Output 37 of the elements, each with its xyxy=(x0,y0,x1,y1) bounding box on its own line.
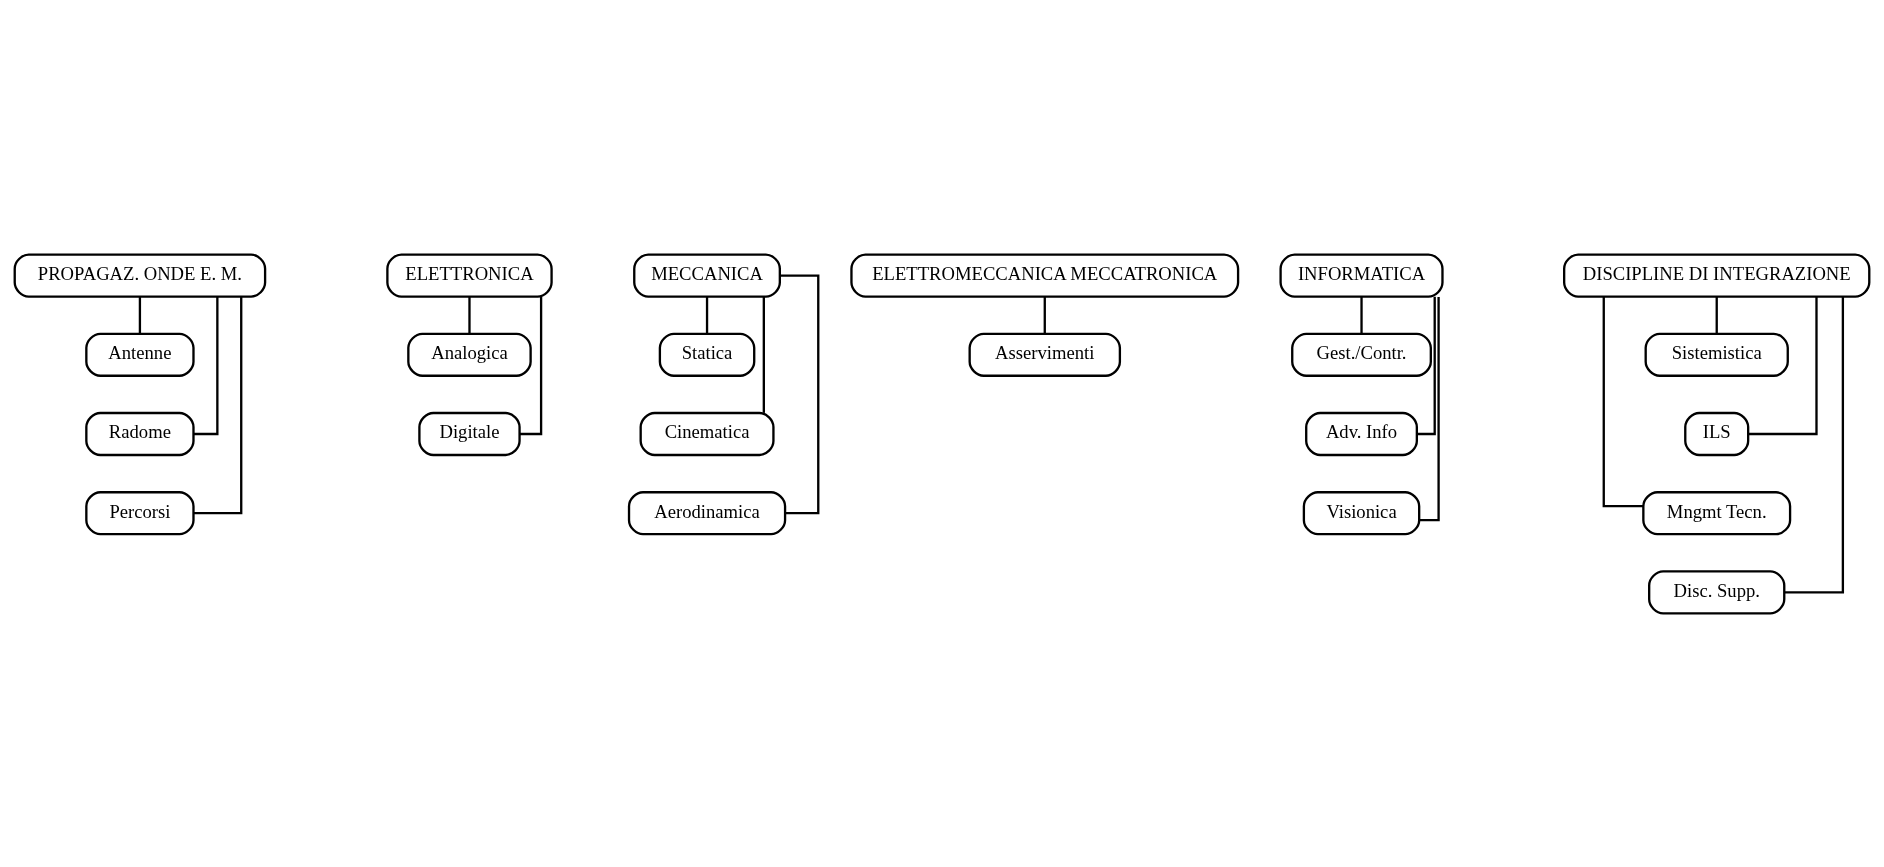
node-box: Disc. Supp. xyxy=(1648,569,1786,614)
node-box: Adv. Info xyxy=(1305,411,1418,456)
connector xyxy=(1784,296,1845,594)
node-box: Visionica xyxy=(1302,490,1421,535)
connector xyxy=(519,296,543,435)
node-box: Statica xyxy=(658,332,756,377)
connector xyxy=(780,273,820,514)
connector xyxy=(468,296,471,334)
node-box: ELETTRONICA xyxy=(386,253,553,298)
node-box: Sistemistica xyxy=(1644,332,1789,377)
node-box: MECCANICA xyxy=(633,253,781,298)
connector xyxy=(1715,296,1718,334)
connector xyxy=(1043,296,1046,334)
connector xyxy=(1417,296,1436,435)
node-box: Cinematica xyxy=(639,411,775,456)
connector xyxy=(762,296,765,413)
connector xyxy=(705,296,709,334)
node-box: DISCIPLINE DI INTEGRAZIONE xyxy=(1563,253,1871,298)
connector xyxy=(138,296,142,334)
node-box: Digitale xyxy=(418,411,521,456)
node-box: PROPAGAZ. ONDE E. M. xyxy=(13,253,267,298)
connector xyxy=(1602,296,1644,507)
node-box: Asservimenti xyxy=(968,332,1122,377)
connector xyxy=(193,296,243,514)
node-box: ELETTROMECCANICA MECCATRONICA xyxy=(850,253,1240,298)
node-box: Aerodinamica xyxy=(627,490,787,535)
node-box: Radome xyxy=(85,411,195,456)
connector xyxy=(1360,296,1363,334)
node-box: Analogica xyxy=(407,332,532,377)
node-box: Percorsi xyxy=(85,490,195,535)
node-box: Gest./Contr. xyxy=(1291,332,1432,377)
node-box: INFORMATICA xyxy=(1279,253,1444,298)
node-box: ILS xyxy=(1684,411,1750,456)
connector xyxy=(1748,296,1818,435)
node-box: Antenne xyxy=(85,332,195,377)
node-box: Mngmt Tecn. xyxy=(1642,490,1792,535)
connector xyxy=(1419,296,1440,521)
